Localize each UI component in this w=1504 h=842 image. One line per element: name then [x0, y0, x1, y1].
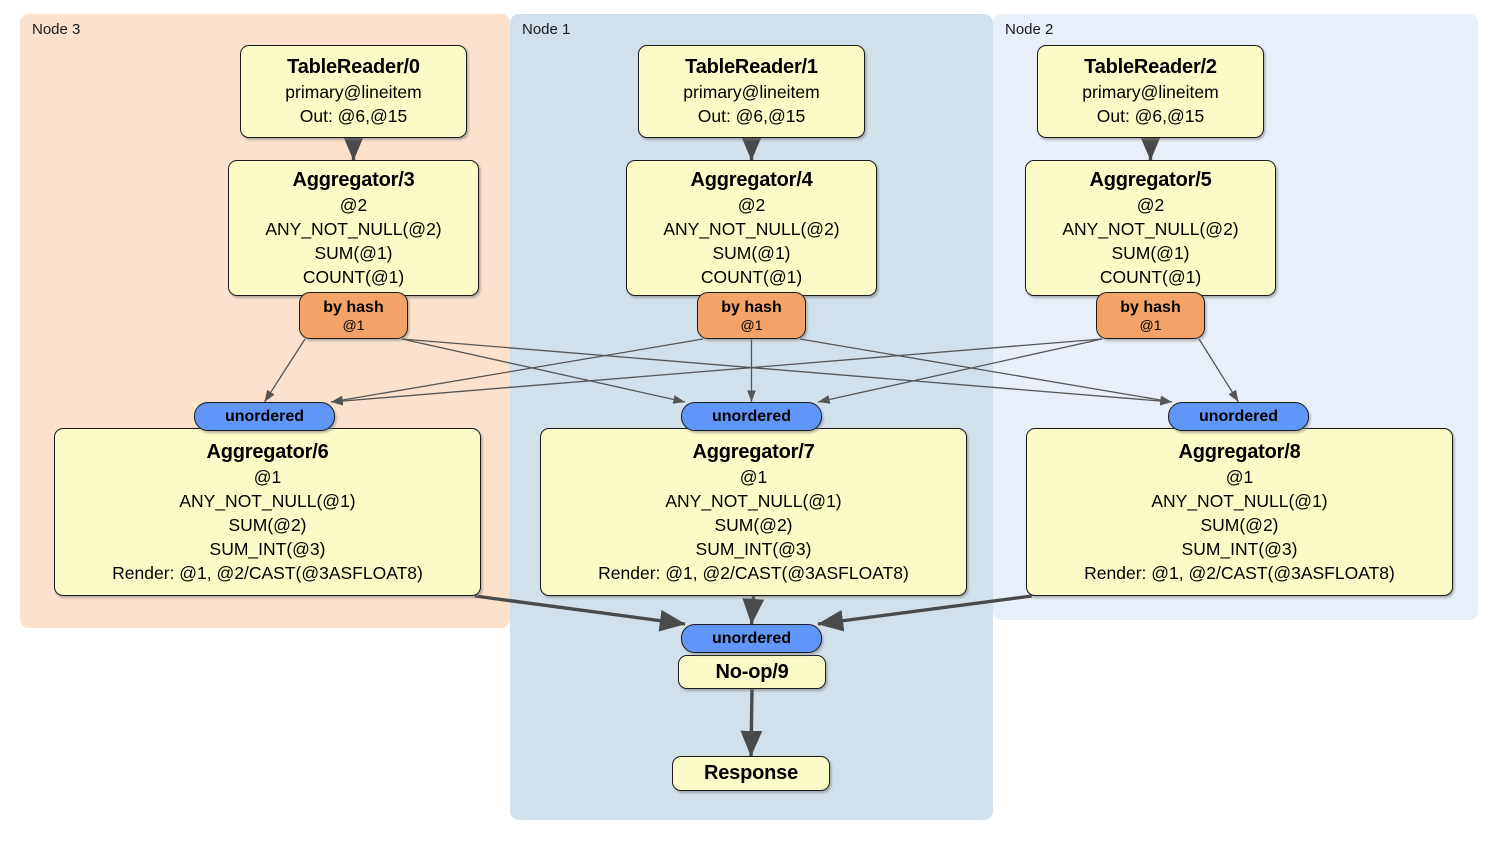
processor-detail-line: primary@lineitem [285, 82, 422, 102]
processor-detail-line: SUM_INT(@3) [695, 538, 812, 559]
processor-detail-line: primary@lineitem [683, 82, 820, 102]
processor-detail-line: @2 [737, 194, 766, 215]
router-title: by hash [1120, 298, 1181, 316]
node-panel-label-node1: Node 1 [522, 21, 571, 38]
hash-router-3[interactable]: by hash @1 [299, 292, 408, 339]
processor-box-tablereader-2[interactable]: TableReader/2 primary@lineitem Out: @6,@… [1037, 45, 1264, 138]
processor-title: Aggregator/8 [1178, 440, 1301, 463]
processor-detail-line: @2 [339, 194, 368, 215]
processor-title: Aggregator/7 [692, 440, 815, 463]
processor-render-line: Render: @1, @2/CAST(@3ASFLOAT8) [112, 562, 423, 583]
processor-detail-line: COUNT(@1) [700, 266, 803, 287]
hash-router-5[interactable]: by hash @1 [1096, 292, 1205, 339]
processor-detail-line: @2 [1136, 194, 1165, 215]
processor-detail-line: Out: @6,@15 [697, 106, 806, 126]
processor-detail-line: Out: @6,@15 [299, 106, 408, 126]
processor-detail-line: ANY_NOT_NULL(@2) [265, 218, 442, 239]
processor-detail-line: COUNT(@1) [1099, 266, 1202, 287]
router-column: @1 [1139, 316, 1162, 333]
router-title: by hash [721, 298, 782, 316]
processor-box-aggregator-6[interactable]: Aggregator/6 @1 ANY_NOT_NULL(@1) SUM(@2)… [54, 428, 481, 596]
processor-title: No-op/9 [715, 660, 789, 683]
unordered-synchronizer-6[interactable]: unordered [194, 402, 335, 431]
processor-box-aggregator-5[interactable]: Aggregator/5 @2 ANY_NOT_NULL(@2) SUM(@1)… [1025, 160, 1276, 296]
processor-detail-line: ANY_NOT_NULL(@2) [663, 218, 840, 239]
router-column: @1 [342, 316, 365, 333]
processor-box-aggregator-4[interactable]: Aggregator/4 @2 ANY_NOT_NULL(@2) SUM(@1)… [626, 160, 877, 296]
processor-detail-line: SUM(@1) [1111, 242, 1190, 263]
processor-detail-line: ANY_NOT_NULL(@2) [1062, 218, 1239, 239]
unordered-synchronizer-7[interactable]: unordered [681, 402, 822, 431]
processor-detail-line: SUM(@2) [228, 514, 307, 535]
unordered-synchronizer-9[interactable]: unordered [681, 624, 822, 653]
processor-render-line: Render: @1, @2/CAST(@3ASFLOAT8) [598, 562, 909, 583]
synchronizer-title: unordered [711, 630, 792, 647]
node-panel-label-node2: Node 2 [1005, 21, 1054, 38]
processor-detail-line: @1 [1225, 466, 1254, 487]
processor-box-aggregator-8[interactable]: Aggregator/8 @1 ANY_NOT_NULL(@1) SUM(@2)… [1026, 428, 1453, 596]
processor-title: TableReader/0 [287, 56, 420, 78]
hash-router-4[interactable]: by hash @1 [697, 292, 806, 339]
processor-title: Aggregator/6 [206, 440, 329, 463]
synchronizer-title: unordered [224, 408, 305, 425]
synchronizer-title: unordered [1198, 408, 1279, 425]
processor-detail-line: ANY_NOT_NULL(@1) [665, 490, 842, 511]
processor-detail-line: SUM(@1) [712, 242, 791, 263]
processor-detail-line: primary@lineitem [1082, 82, 1219, 102]
processor-detail-line: ANY_NOT_NULL(@1) [179, 490, 356, 511]
processor-render-line: Render: @1, @2/CAST(@3ASFLOAT8) [1084, 562, 1395, 583]
processor-detail-line: SUM(@1) [314, 242, 393, 263]
processor-detail-line: @1 [253, 466, 282, 487]
processor-title: Aggregator/5 [1089, 168, 1212, 191]
processor-detail-line: ANY_NOT_NULL(@1) [1151, 490, 1328, 511]
processor-box-noop-9[interactable]: No-op/9 [678, 655, 826, 689]
processor-box-tablereader-0[interactable]: TableReader/0 primary@lineitem Out: @6,@… [240, 45, 467, 138]
processor-box-response[interactable]: Response [672, 756, 830, 791]
processor-detail-line: Out: @6,@15 [1096, 106, 1205, 126]
router-title: by hash [323, 298, 384, 316]
synchronizer-title: unordered [711, 408, 792, 425]
processor-title: Aggregator/4 [690, 168, 813, 191]
processor-detail-line: @1 [739, 466, 768, 487]
processor-detail-line: SUM(@2) [714, 514, 793, 535]
processor-title: Response [704, 762, 798, 784]
processor-detail-line: SUM(@2) [1200, 514, 1279, 535]
node-panel-label-node3: Node 3 [32, 21, 81, 38]
processor-box-tablereader-1[interactable]: TableReader/1 primary@lineitem Out: @6,@… [638, 45, 865, 138]
processor-box-aggregator-7[interactable]: Aggregator/7 @1 ANY_NOT_NULL(@1) SUM(@2)… [540, 428, 967, 596]
processor-detail-line: SUM_INT(@3) [209, 538, 326, 559]
unordered-synchronizer-8[interactable]: unordered [1168, 402, 1309, 431]
processor-title: TableReader/2 [1084, 56, 1217, 78]
router-column: @1 [740, 316, 763, 333]
processor-detail-line: COUNT(@1) [302, 266, 405, 287]
processor-detail-line: SUM_INT(@3) [1181, 538, 1298, 559]
processor-title: TableReader/1 [685, 56, 818, 78]
processor-title: Aggregator/3 [292, 168, 415, 191]
processor-box-aggregator-3[interactable]: Aggregator/3 @2 ANY_NOT_NULL(@2) SUM(@1)… [228, 160, 479, 296]
